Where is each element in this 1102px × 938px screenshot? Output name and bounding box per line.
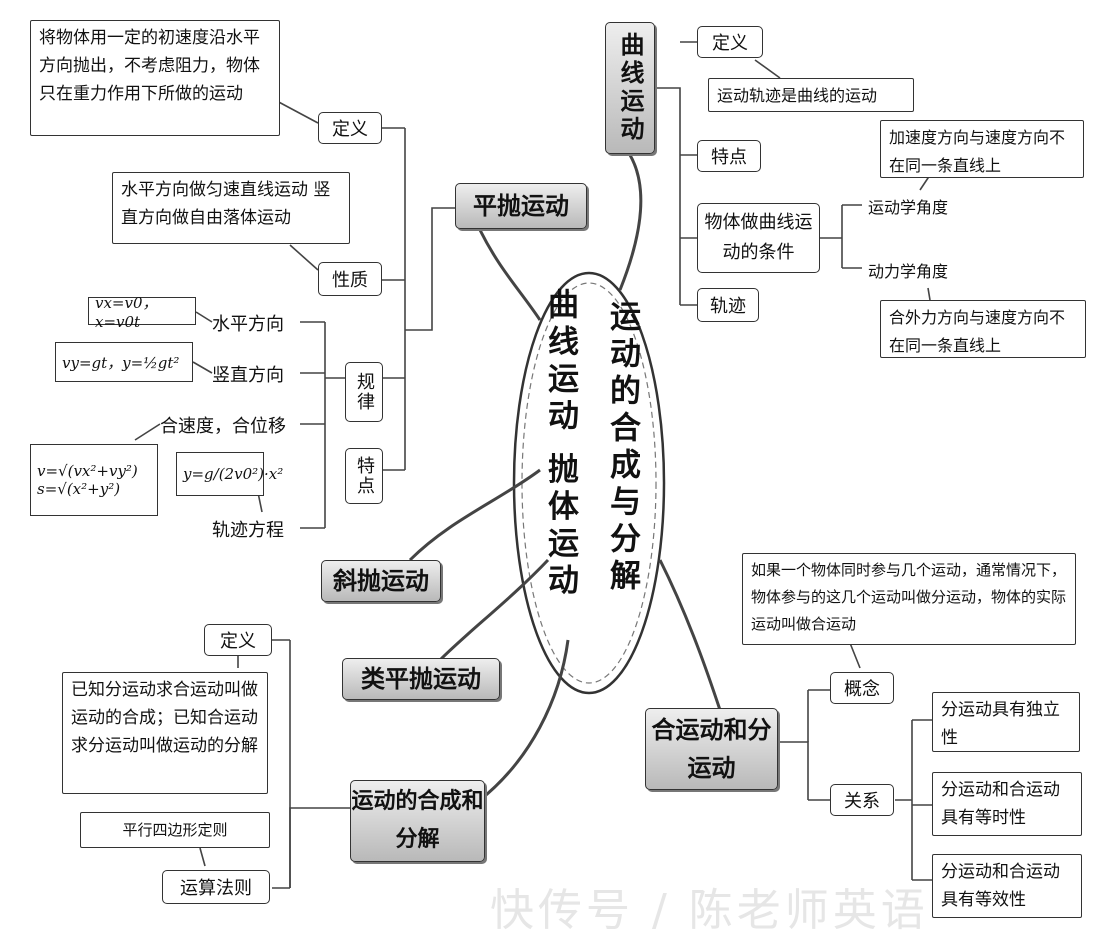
watermark: 快传号 / 陈老师英语 <box>490 885 929 936</box>
projectile-feature-label: 特点 <box>345 448 383 504</box>
kinematics-bubble: 加速度方向与速度方向不在同一条直线上 <box>880 120 1084 178</box>
composition-rule-bubble: 平行四边形定则 <box>80 812 270 848</box>
combined-formula-v: v=√(vx²+vy²) <box>37 462 138 480</box>
curve-feature-label: 特点 <box>697 140 761 172</box>
trajectory-formula: y=g/(2v0²)·x² <box>176 452 283 496</box>
projectile-title: 平抛运动 <box>455 183 587 229</box>
curve-condition-label: 物体做曲线运动的条件 <box>697 203 820 273</box>
dynamics-label: 动力学角度 <box>868 262 949 281</box>
projectile-definition-bubble: 将物体用一定的初速度沿水平方向抛出，不考虑阻力，物体只在重力作用下所做的运动 <box>30 20 280 136</box>
projectile-law-label: 规律 <box>345 362 383 422</box>
composition-title: 运动的合成和分解 <box>350 780 485 862</box>
relation-independence: 分运动具有独立性 <box>932 692 1080 752</box>
combined-motion-title: 合运动和分运动 <box>645 708 778 790</box>
quasi-projectile-title: 类平抛运动 <box>342 658 500 700</box>
relation-equivalence: 分运动和合运动具有等效性 <box>932 854 1082 918</box>
center-title-left: 曲线运动 抛体运动 <box>542 288 578 601</box>
oblique-projectile-title: 斜抛运动 <box>321 560 441 602</box>
center-title-right: 运动的合成与分解 <box>604 300 640 596</box>
vertical-formula: vy=gt，y=½gt² <box>55 342 193 382</box>
curve-definition-label: 定义 <box>697 26 763 58</box>
composition-definition-label: 定义 <box>204 624 272 656</box>
concept-label: 概念 <box>830 672 894 704</box>
combined-label: 合速度，合位移 <box>160 416 286 437</box>
composition-definition-bubble: 已知分运动求合运动叫做运动的合成；已知合运动求分运动叫做运动的分解 <box>62 672 268 794</box>
vertical-label: 竖直方向 <box>212 365 284 386</box>
combined-formula-s: s=√(x²+y²) <box>37 480 121 498</box>
horizontal-label: 水平方向 <box>212 314 284 335</box>
kinematics-label: 运动学角度 <box>868 198 949 217</box>
dynamics-bubble: 合外力方向与速度方向不在同一条直线上 <box>880 300 1086 358</box>
curve-trajectory-label: 轨迹 <box>697 288 759 322</box>
projectile-property-label: 性质 <box>318 262 382 296</box>
projectile-property-bubble: 水平方向做匀速直线运动 竖直方向做自由落体运动 <box>112 172 350 244</box>
combined-formula-box: v=√(vx²+vy²) s=√(x²+y²) <box>30 444 158 516</box>
concept-bubble: 如果一个物体同时参与几个运动，通常情况下，物体参与的这几个运动叫做分运动，物体的… <box>742 553 1076 645</box>
relation-label: 关系 <box>830 784 894 816</box>
relation-simultaneity: 分运动和合运动具有等时性 <box>932 772 1082 836</box>
trajectory-equation-label: 轨迹方程 <box>212 520 284 541</box>
curve-motion-title: 曲线运动 <box>605 22 655 154</box>
curve-definition-bubble: 运动轨迹是曲线的运动 <box>708 78 914 112</box>
composition-rule-label: 运算法则 <box>162 870 270 904</box>
projectile-definition-label: 定义 <box>318 112 382 144</box>
horizontal-formula: vx=v0，x=v0t <box>88 294 196 331</box>
